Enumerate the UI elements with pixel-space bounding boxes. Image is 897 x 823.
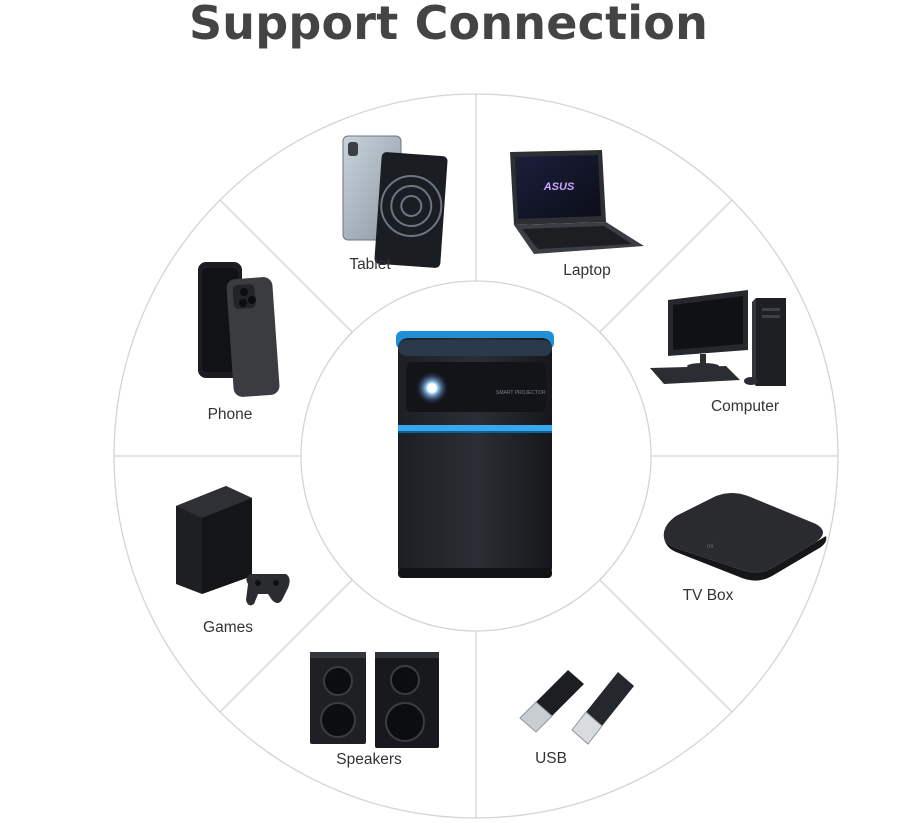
speakers-label: Speakers — [336, 751, 402, 768]
game-console-icon — [176, 486, 290, 606]
laptop-icon: ASUS — [510, 150, 644, 254]
projector-image: SMART PROJECTOR — [396, 331, 554, 578]
wheel-frame — [113, 93, 839, 819]
tablet-label: Tablet — [349, 256, 391, 273]
games-label: Games — [203, 619, 253, 636]
projector-front-text: SMART PROJECTOR — [496, 390, 546, 396]
speakers-icon — [310, 652, 439, 748]
laptop-label: Laptop — [563, 262, 610, 279]
laptop-brand: ASUS — [543, 181, 575, 193]
page-title: Support Connection — [188, 0, 709, 50]
computer-label: Computer — [711, 398, 779, 415]
phone-label: Phone — [208, 406, 253, 423]
usb-label: USB — [535, 750, 567, 767]
tv-box-icon: mi — [663, 493, 827, 581]
phone-icon — [198, 262, 280, 397]
desktop-computer-icon — [650, 290, 786, 386]
tv-box-label: TV Box — [683, 587, 734, 604]
usb-drive-icon — [519, 670, 634, 745]
tablet-icon — [342, 135, 448, 268]
svg-text:mi: mi — [707, 544, 713, 550]
